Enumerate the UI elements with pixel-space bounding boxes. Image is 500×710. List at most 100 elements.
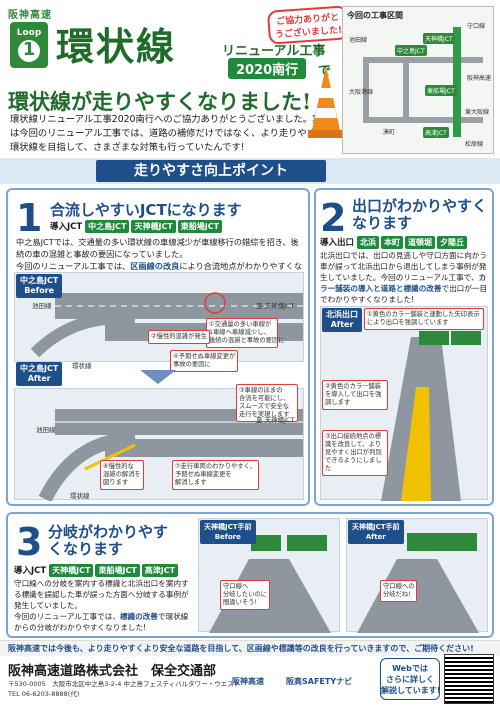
callout: 守口線への 分岐だね! (380, 580, 418, 602)
body-highlight: 区画線の改良 (130, 261, 180, 271)
tag: 中之島JCT (85, 220, 130, 233)
before-label: 天神橋JCT手前 Before (200, 520, 256, 544)
tag: 天神橋JCT (131, 220, 176, 233)
map-road (403, 57, 409, 123)
section-title: 走りやすさ向上ポイント (96, 160, 326, 182)
brand-name: 阪神高速 (8, 10, 52, 21)
map-road-work-section (453, 27, 461, 137)
point2-tags: 導入出口 北浜本町道頓堀夕陽丘 (320, 236, 469, 249)
point3-body: 守口線への分岐を案内する標識と北浜出口を案内する標識を誤認した車が誤った方面へ分… (14, 578, 194, 633)
body-highlight: 標識の改善 (119, 612, 158, 621)
company-name: 阪神高速道路株式会社 保全交通部 (8, 664, 217, 679)
loop1-logo: Loop 1 (10, 22, 48, 68)
tag: 天神橋JCT (49, 564, 94, 577)
body-text: 北浜出口では、出口の見逃しや守口方面に向かう車が誤って北浜出口から退出してしまう… (320, 251, 487, 282)
point2-number: 2 (320, 196, 347, 240)
callout: ②黄色のカラー舗装を導入して出口を強調します (322, 380, 388, 410)
tag-label: 導入出口 (320, 238, 355, 248)
map-label: 阪神高速 (467, 75, 492, 82)
safety-navi-logo: 阪高SAFETYナビ (286, 677, 353, 686)
callout: ②慢性的混雑が発生 (148, 330, 211, 344)
road-label: 池田線 (36, 426, 56, 434)
tag: 東船場JCT (95, 564, 140, 577)
callout: ③出口接続地点の標識を改良して、より見やすく出口が判別できるようにしました (322, 430, 388, 476)
point1-title: 合流しやすいJCTになります (50, 201, 242, 219)
qr-code-icon[interactable] (444, 654, 494, 704)
after-label: 中之島JCT After (16, 362, 63, 386)
traffic-cone-icon (308, 66, 344, 138)
map-title: 今回の工事区間 (347, 11, 403, 20)
kitahama-diagram (320, 306, 488, 501)
road-label: 至 天神橋JCT (256, 302, 295, 310)
kitahama-road-svg (381, 331, 481, 501)
road-label: 至 天神橋JCT (256, 416, 295, 424)
body-text: で環状線からの分岐がわかりやすくなりました! (14, 612, 189, 632)
point2-title: 出口がわかりやすくなります (352, 197, 488, 232)
page-title: 環状線 (56, 24, 177, 69)
road-label: 環状線 (70, 492, 90, 500)
map-label: 東船場JCT (425, 85, 457, 96)
point3-number: 3 (16, 520, 43, 564)
tenjinbashi-after-svg (357, 533, 479, 633)
point2-body: 北浜出口では、出口の見逃しや守口方面に向かう車が誤って北浜出口から退出してしまう… (320, 250, 490, 305)
body-text: 守口線への分岐を案内する標識と北浜出口を案内する標識を誤認した車が誤った方面へ分… (14, 579, 189, 610)
work-section-map: 今回の工事区間 池田線 中之島JCT 天神橋JCT 守口線 阪神高速 大阪港線 … (342, 6, 494, 154)
map-label: 天神橋JCT (423, 33, 455, 44)
tag: 本町 (380, 236, 403, 249)
point1-number: 1 (16, 196, 43, 240)
tag: 北浜 (356, 236, 379, 249)
map-label: 大阪港線 (349, 89, 374, 96)
tag: 夕陽丘 (436, 236, 467, 249)
before-after-arrow (140, 370, 176, 384)
map-label: 池田線 (349, 37, 368, 44)
map-label: 東大阪線 (465, 109, 490, 116)
map-road (363, 117, 483, 123)
map-label: 湊町 (383, 129, 396, 136)
callout: ③車線のほまの 合流を可能にし、 スムーズで安全な 走行を実現します (236, 384, 298, 422)
map-label: 中之島JCT (395, 45, 427, 56)
intro-text: 環状線リニューアル工事2020南行へのご協力ありがとうございました。実は今回のリ… (10, 114, 326, 153)
callout: ⑦走行車両のわかりやすく、 予期せぬ車線変更を 解消します (172, 460, 260, 490)
road-label: 環状線 (72, 362, 92, 370)
renewal-label: リニューアル工事 (222, 44, 326, 59)
body-text: 今回のリニューアル工事では、 (16, 261, 131, 271)
web-info-text: Webでは さらに詳しく 解説しています! (381, 664, 441, 695)
tag: 東船場JCT (177, 220, 223, 233)
road-label: 池田線 (32, 302, 52, 310)
body-text: 中之島JCTでは、交通量の多い環状線の車線減少が車線移行の錯綜を招き、後続の車の… (16, 237, 299, 259)
body-text: で出口が一目でわかりやすくなりました! (320, 284, 488, 304)
callout: ⑥慢性的な 混雑の解消を 図ります (100, 460, 144, 490)
headline: 環状線が走りやすくなりました! (8, 89, 312, 114)
before-label: 中之島JCT Before (16, 274, 63, 298)
company-tel: TEL 06-6203-8888(代) (8, 690, 80, 698)
tag: 高津JCT (141, 564, 179, 577)
callout: ①交通量の多い車線が 1車線へ車線減少し、 後続の混雑と事故の要因に (206, 318, 285, 348)
body-highlight: カラー舗装の導入と道路と標識の改善 (320, 273, 487, 293)
company-address: 〒530-0005 大阪市北区中之島3-2-4 中之島フェスティバルタワー・ウエ… (8, 680, 241, 688)
map-label: 松原線 (465, 141, 484, 148)
hanshin-logo: 阪神高速 (232, 677, 264, 686)
tag-label: 導入JCT (14, 566, 47, 576)
tag-label: 導入JCT (50, 222, 83, 232)
footer-notice: 阪神高速では今後も、より走りやすくより安全な道路を目指して、区画線や標識等の改良… (8, 644, 474, 653)
tag: 道頓堀 (404, 236, 435, 249)
after-label: 天神橋JCT手前 After (348, 520, 404, 544)
footer-bar (0, 640, 500, 656)
body-text: 今回のリニューアル工事では、 (14, 612, 120, 621)
map-road (363, 57, 483, 63)
logo-line1: Loop (16, 28, 42, 38)
point3-title: 分岐がわかりやすくなります (48, 523, 169, 558)
map-label: 守口線 (467, 23, 486, 30)
callout: ④予期せぬ車線変更が 事故の要因に (170, 350, 239, 372)
logo-line2: 1 (18, 40, 40, 62)
map-road (363, 57, 369, 123)
after-label: 北浜出口 After (322, 308, 362, 332)
year-badge: 2020南行 (228, 58, 307, 79)
map-label: 高津JCT (423, 127, 449, 138)
callout: ①黄色のカラー舗装と連動した矢印表示により出口を強調しています (364, 308, 484, 330)
thanks-bubble: ご協力ありがとうございました! (266, 5, 350, 45)
web-info-box[interactable]: Webでは さらに詳しく 解説しています! (380, 658, 440, 700)
callout: 守口線へ 分岐したいのに 間違いそう! (220, 580, 271, 610)
